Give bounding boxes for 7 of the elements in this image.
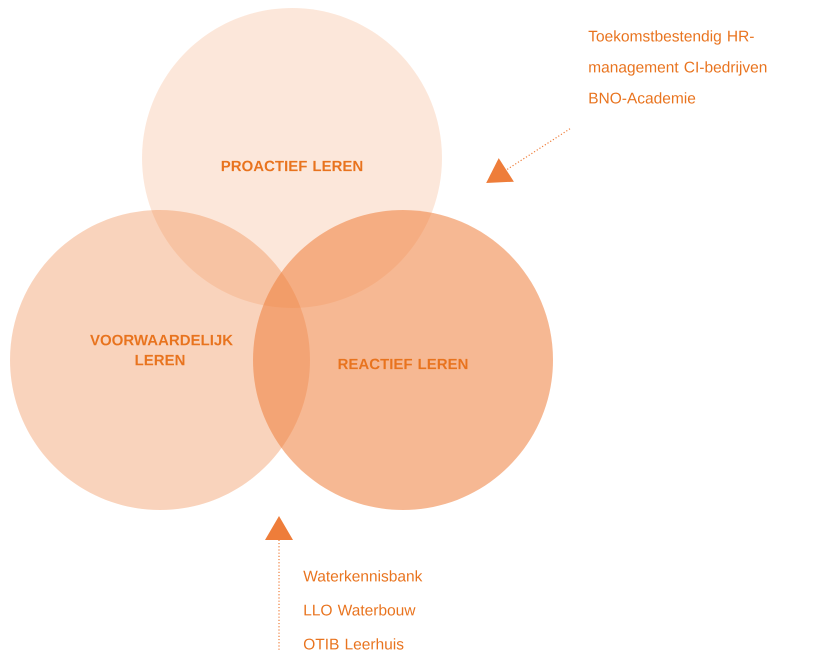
circle-label: VOORWAARDELIJK LEREN: [90, 334, 233, 366]
annotation-text: Toekomstbestendig HR-management CI-bedrijven BNO-Academie: [588, 30, 766, 104]
circle-label: PROACTIEF LEREN: [222, 160, 362, 172]
circle-label: REACTIEF LEREN: [338, 358, 468, 370]
leader-line: [486, 128, 570, 183]
leader-line: [265, 516, 293, 650]
annotation-text: Waterkennisbank LLO Waterbouw OTIB Leerhuis: [303, 570, 422, 650]
